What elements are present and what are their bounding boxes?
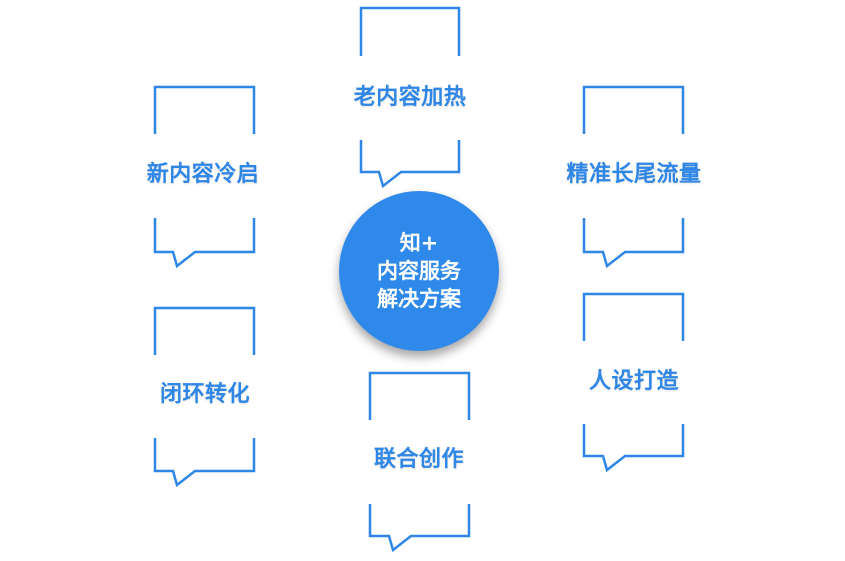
bubble-label-co-creation: 联合创作 [373, 447, 465, 472]
bubble-frame-tail-co-creation [368, 504, 471, 553]
bubble-frame-tail-long-tail [582, 218, 685, 269]
bubble-frame-tail-closed-loop [153, 438, 256, 488]
bubble-label-old-content: 老内容加热 [353, 85, 467, 110]
bubble-frame-tail-new-content [153, 218, 256, 269]
bubble-frame-closed-loop [153, 306, 256, 355]
bubble-frame-long-tail [582, 85, 685, 134]
center-circle: 知+ 内容服务 解决方案 [339, 191, 499, 351]
bubble-frame-new-content [153, 85, 256, 134]
center-title: 知+ [399, 231, 439, 255]
bubble-label-long-tail: 精准长尾流量 [566, 162, 702, 187]
bubble-frame-old-content [359, 6, 461, 56]
bubble-frame-tail-old-content [359, 140, 461, 189]
bubble-frame-tail-persona [582, 424, 685, 473]
bubble-label-closed-loop: 闭环转化 [159, 382, 251, 407]
bubble-frame-co-creation [368, 371, 471, 420]
center-subtitle-line2: 解决方案 [377, 287, 461, 311]
bubble-label-new-content: 新内容冷启 [146, 162, 260, 187]
bubble-frame-persona [582, 292, 685, 341]
center-subtitle-line1: 内容服务 [377, 259, 461, 283]
bubble-label-persona: 人设打造 [588, 369, 680, 394]
